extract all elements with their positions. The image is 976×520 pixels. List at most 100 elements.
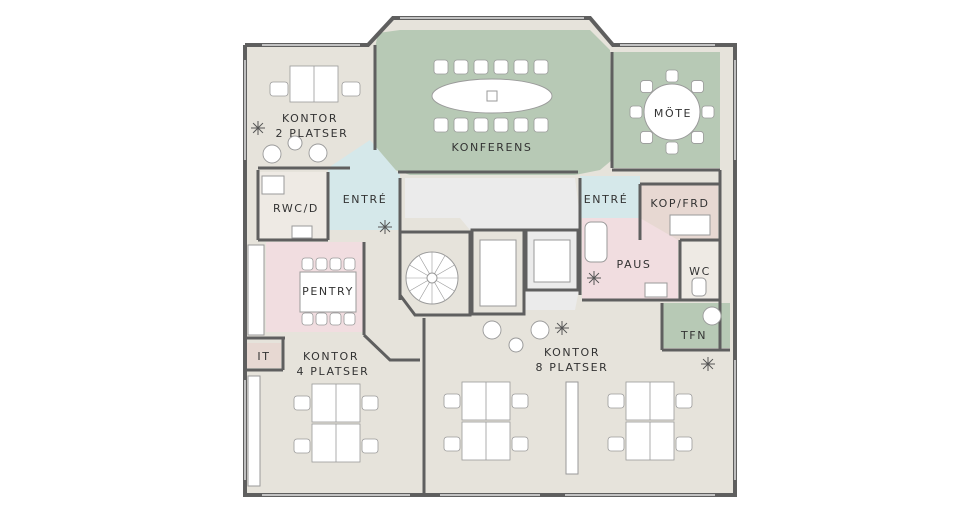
copier <box>669 214 711 236</box>
armchair <box>702 306 722 326</box>
chair <box>691 131 704 144</box>
label-pentry: PENTRY <box>302 285 354 298</box>
chair <box>433 117 449 133</box>
meeting-table <box>643 83 701 141</box>
chair <box>701 105 715 119</box>
kitchen-counter <box>247 244 265 336</box>
chair <box>511 436 529 452</box>
stair-step <box>436 280 455 292</box>
stair-step <box>409 280 428 292</box>
chair <box>315 257 328 271</box>
chair <box>607 436 625 452</box>
pentry-table <box>299 271 357 313</box>
chair <box>640 80 653 93</box>
stair-step <box>418 282 430 301</box>
stair-wall <box>398 230 472 317</box>
chair <box>269 81 289 97</box>
chair <box>315 312 328 326</box>
windows <box>244 17 736 496</box>
label-kontor2-line1: KONTOR <box>282 112 338 125</box>
chair <box>343 257 356 271</box>
armchair <box>262 144 282 164</box>
label-kontor8-line2: 8 PLATSER <box>536 361 609 374</box>
bench <box>644 282 668 298</box>
room-labels: KONTOR 2 PLATSER KONFERENS MÖTE RWC/D EN… <box>257 107 711 378</box>
wc-toilet <box>691 277 707 297</box>
chair <box>665 141 679 155</box>
wall <box>362 333 420 362</box>
sink <box>291 225 313 239</box>
chair <box>329 257 342 271</box>
toilet <box>261 175 285 195</box>
storage-unit <box>565 381 579 475</box>
label-mote: MÖTE <box>654 107 692 120</box>
chair <box>301 257 314 271</box>
side-table <box>287 135 303 151</box>
plant <box>588 277 595 284</box>
stair-step <box>434 255 446 274</box>
stair-step <box>409 264 428 276</box>
furniture <box>247 59 722 487</box>
plant <box>252 122 259 129</box>
label-kontor8-line1: KONTOR <box>544 346 600 359</box>
chair <box>329 312 342 326</box>
label-wc: WC <box>689 265 711 278</box>
conference-table <box>431 78 553 114</box>
plant <box>561 327 568 334</box>
chair <box>513 59 529 75</box>
plant <box>588 272 595 279</box>
plant <box>252 127 259 134</box>
chair <box>493 117 509 133</box>
armchair <box>530 320 550 340</box>
label-entre-left: ENTRÉ <box>343 193 388 206</box>
chair <box>453 59 469 75</box>
plant <box>257 122 264 129</box>
plant <box>384 226 391 233</box>
sofa <box>584 221 608 263</box>
chair <box>675 393 693 409</box>
chair <box>493 59 509 75</box>
storage-unit <box>247 375 261 487</box>
plant <box>556 322 563 329</box>
chair <box>665 69 679 83</box>
label-rwc: RWC/D <box>273 202 319 215</box>
chair <box>675 436 693 452</box>
chair <box>361 395 379 411</box>
chair <box>533 59 549 75</box>
chair <box>691 80 704 93</box>
stair-step <box>418 255 430 274</box>
label-kontor2-line2: 2 PLATSER <box>276 127 349 140</box>
chair <box>473 117 489 133</box>
plant <box>702 363 709 370</box>
shaft-inner <box>479 239 517 307</box>
label-paus: PAUS <box>617 258 652 271</box>
plant <box>707 363 714 370</box>
stair-step <box>436 264 455 276</box>
chair <box>443 393 461 409</box>
plant <box>593 272 600 279</box>
label-entre-right: ENTRÉ <box>584 193 629 206</box>
entre-left-area <box>328 140 400 230</box>
chair <box>433 59 449 75</box>
plant <box>702 358 709 365</box>
it-room <box>247 343 281 368</box>
label-kontor4-line2: 4 PLATSER <box>297 365 370 378</box>
chair <box>473 59 489 75</box>
chair <box>293 395 311 411</box>
entre-right-area <box>580 176 640 218</box>
chair <box>341 81 361 97</box>
chair <box>607 393 625 409</box>
label-kontor4-line1: KONTOR <box>303 350 359 363</box>
chair <box>513 117 529 133</box>
chair <box>453 117 469 133</box>
plant <box>379 221 386 228</box>
chair <box>533 117 549 133</box>
chair <box>343 312 356 326</box>
label-it: IT <box>257 350 270 363</box>
chair <box>640 131 653 144</box>
shaft-inner <box>533 239 571 283</box>
chair <box>361 438 379 454</box>
plant <box>556 327 563 334</box>
armchair <box>308 143 328 163</box>
